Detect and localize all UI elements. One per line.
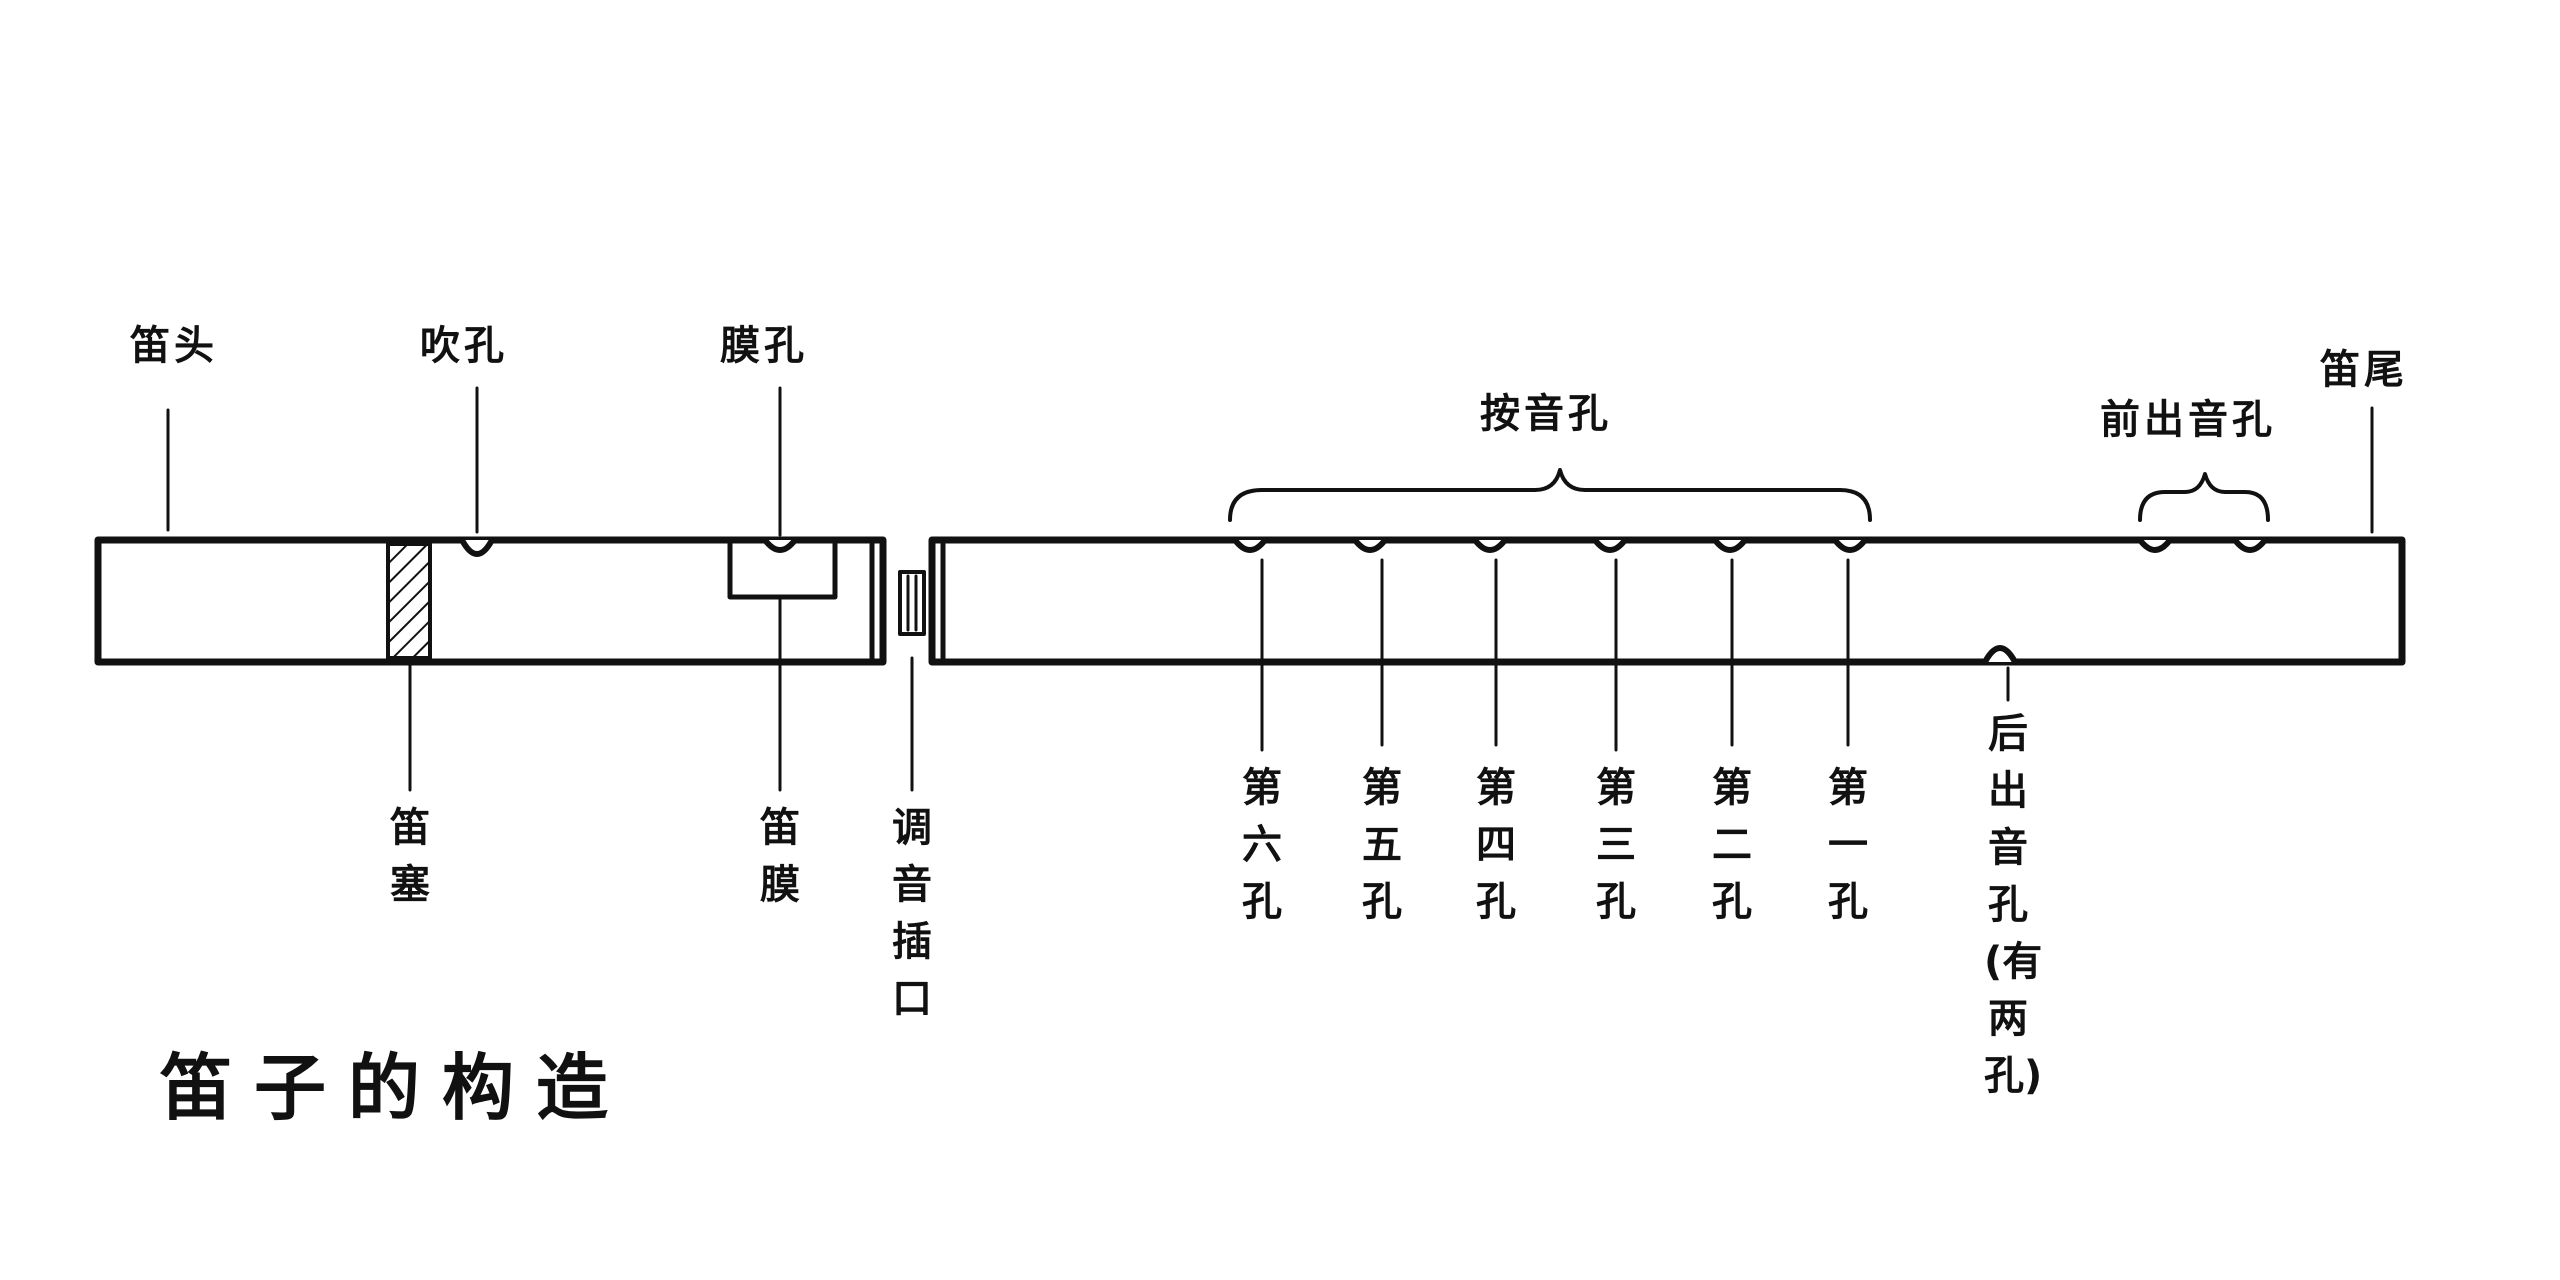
label-hole-2: 第二孔 bbox=[1712, 765, 1752, 925]
brace-finger-holes bbox=[1228, 468, 1872, 522]
label-hole-6: 第六孔 bbox=[1242, 765, 1282, 925]
label-tuning-joint: 调音插口 bbox=[892, 805, 932, 1022]
hole-5-mark bbox=[1352, 537, 1388, 553]
hole-2-mark bbox=[1712, 537, 1748, 553]
label-hole-3: 第三孔 bbox=[1596, 765, 1636, 925]
brace-front-tone-holes bbox=[2138, 472, 2270, 522]
label-blow-hole: 吹孔 bbox=[420, 323, 508, 369]
label-back-tone-hole: 后出音孔(有两孔) bbox=[1984, 711, 2043, 1099]
label-head: 笛头 bbox=[130, 323, 218, 369]
label-hole-4: 第四孔 bbox=[1476, 765, 1516, 925]
label-hole-1: 第一孔 bbox=[1828, 765, 1868, 925]
membrane-hole-mark bbox=[762, 537, 798, 553]
label-front-tone-holes: 前出音孔 bbox=[2100, 397, 2276, 443]
hole-3-mark bbox=[1592, 537, 1628, 553]
front-tone-hole-2-mark bbox=[2232, 537, 2268, 553]
flute-head-section bbox=[94, 536, 887, 666]
back-tone-hole-mark bbox=[1982, 645, 2018, 665]
flute-plug bbox=[386, 542, 432, 660]
blow-hole-mark bbox=[459, 537, 495, 557]
diagram-title: 笛子的构造 bbox=[160, 1046, 631, 1130]
flute-tail-section bbox=[928, 536, 2406, 666]
label-plug: 笛塞 bbox=[390, 805, 430, 908]
label-tail: 笛尾 bbox=[2320, 347, 2408, 393]
label-hole-5: 第五孔 bbox=[1362, 765, 1402, 925]
label-finger-holes: 按音孔 bbox=[1480, 391, 1612, 437]
hole-1-mark bbox=[1832, 537, 1868, 553]
tuning-joint-sleeve bbox=[898, 570, 926, 636]
label-membrane: 笛膜 bbox=[760, 805, 800, 908]
membrane-box bbox=[727, 541, 838, 600]
hole-6-mark bbox=[1232, 537, 1268, 553]
hole-4-mark bbox=[1472, 537, 1508, 553]
front-tone-hole-1-mark bbox=[2137, 537, 2173, 553]
label-membrane-hole: 膜孔 bbox=[720, 323, 808, 369]
